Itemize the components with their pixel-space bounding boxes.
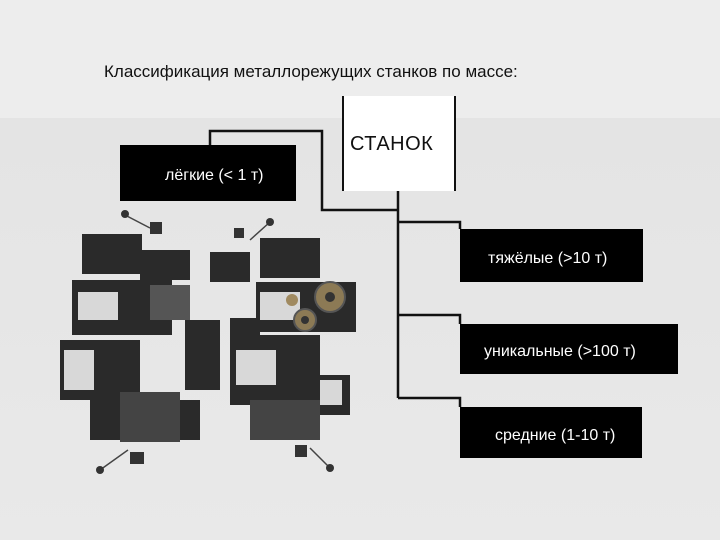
node-heavy-label: тяжёлые (>10 т) [488,250,608,267]
node-medium-label: средние (1-10 т) [495,427,616,444]
page-title: Классификация металлорежущих станков по … [104,62,518,81]
connector-unique [398,313,462,324]
connector-light [208,129,398,212]
connector-heavy [398,220,462,229]
root-node [342,96,456,191]
node-medium: средние (1-10 т) [460,407,642,458]
node-heavy: тяжёлые (>10 т) [460,229,643,282]
node-light-label: лёгкие (< 1 т) [165,167,264,184]
connector-medium [398,396,462,407]
node-unique-label: уникальные (>100 т) [484,343,636,360]
root-node-label: СТАНОК [350,133,434,155]
node-unique: уникальные (>100 т) [460,324,678,374]
node-light: лёгкие (< 1 т) [120,145,296,201]
